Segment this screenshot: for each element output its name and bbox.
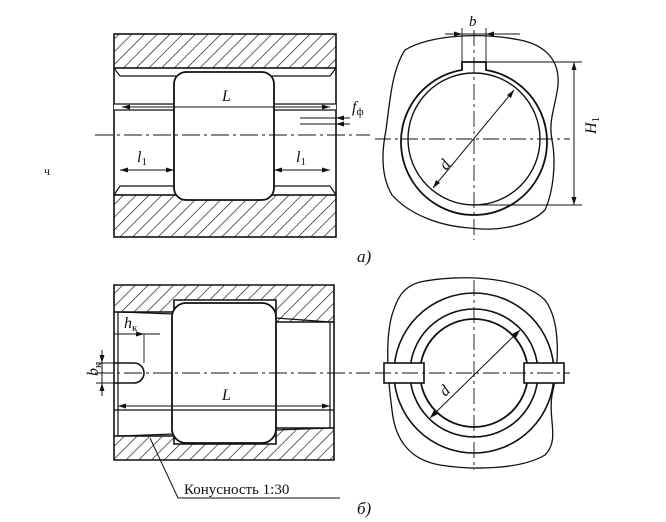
taper-note: Конусность 1:30: [184, 482, 289, 498]
dim-l1-right: l1: [296, 149, 306, 168]
bore-with-keyway: [400, 61, 548, 216]
dim-L-a: L: [221, 88, 231, 105]
hub-outline-a: [382, 35, 559, 230]
dim-chamfer-f: fф: [352, 99, 364, 118]
hub-wall-top: [113, 33, 337, 69]
dim-bk: bк: [85, 362, 104, 376]
dim-H1: H1: [583, 117, 602, 135]
caption-a: а): [357, 247, 372, 266]
dim-l1-left: l1: [137, 149, 147, 168]
hub-wall-bottom: [113, 194, 337, 238]
figure-a-section: [95, 33, 370, 238]
caption-b: б): [357, 499, 372, 518]
key-slot: [114, 362, 145, 384]
dim-hk: hк: [124, 315, 138, 334]
figure-b-section: [95, 284, 370, 499]
stray-mark: ч: [44, 164, 50, 178]
relief-cavity: [173, 71, 275, 201]
dim-L-b: L: [221, 387, 231, 404]
figure-b-end-view: [375, 277, 570, 470]
hub-outline-b: [387, 277, 558, 469]
dim-b-a: b: [469, 14, 477, 30]
figure-a-end-view: [375, 28, 582, 240]
